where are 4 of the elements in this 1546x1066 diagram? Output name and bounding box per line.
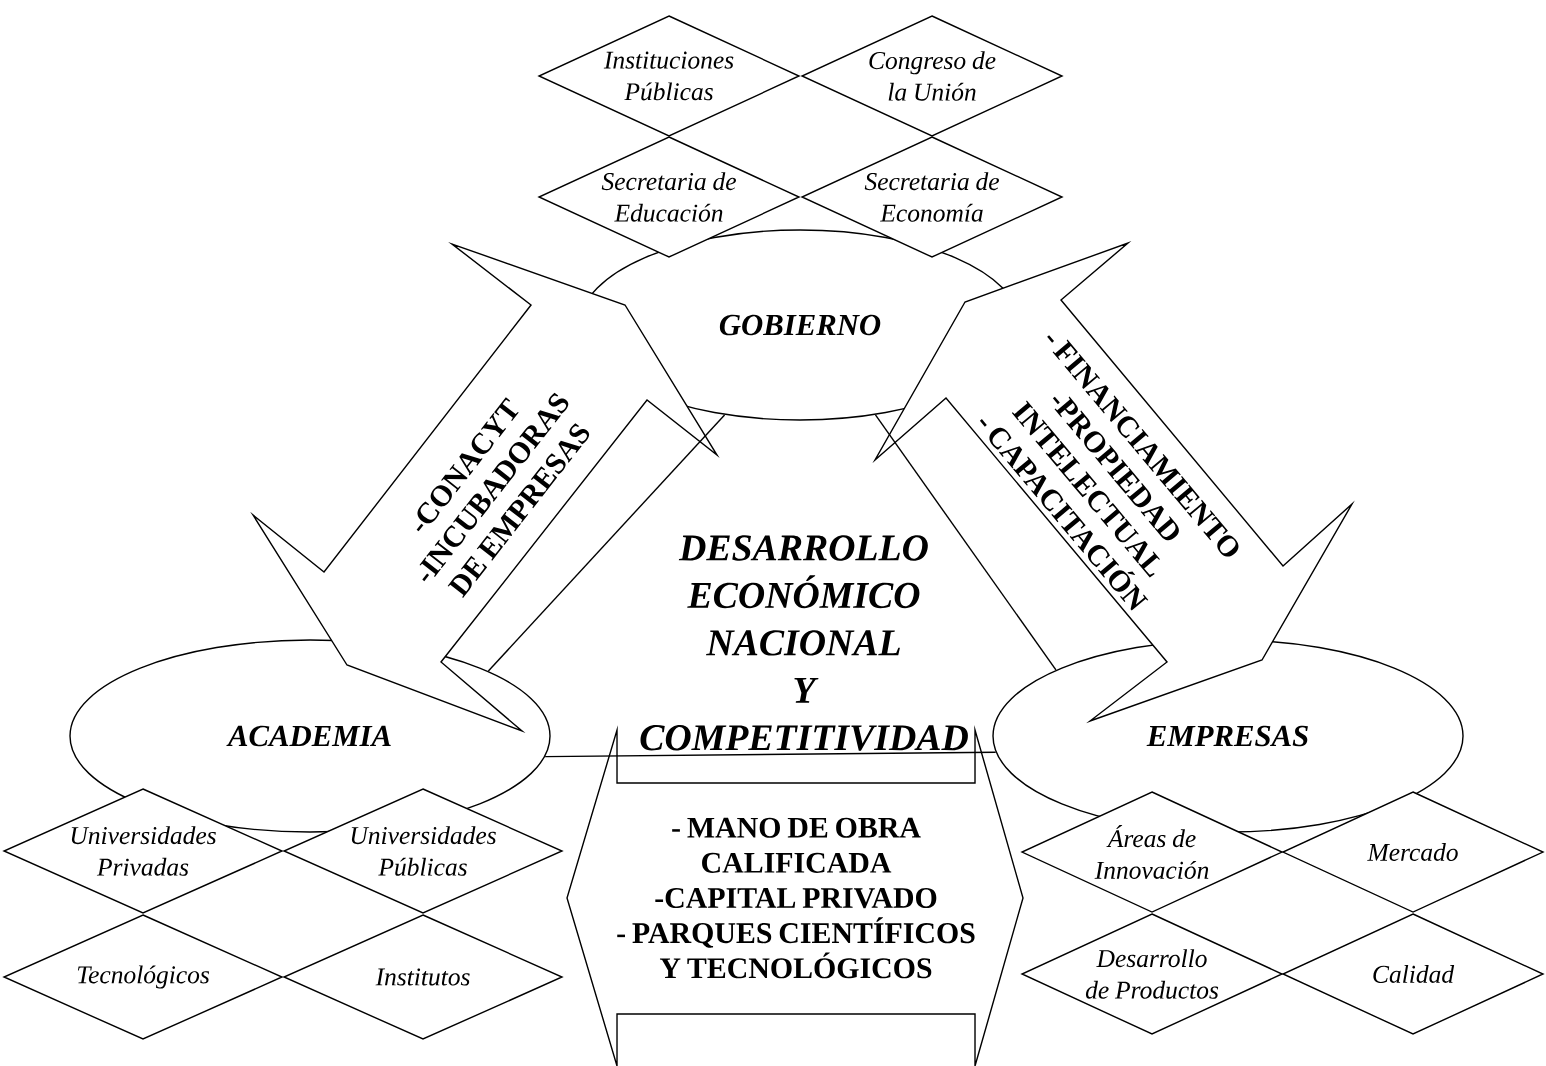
node-label: Mercado: [1367, 843, 1458, 861]
connector-line: [874, 414, 1057, 671]
connector-line: [544, 751, 997, 758]
connector-line: [487, 414, 726, 672]
